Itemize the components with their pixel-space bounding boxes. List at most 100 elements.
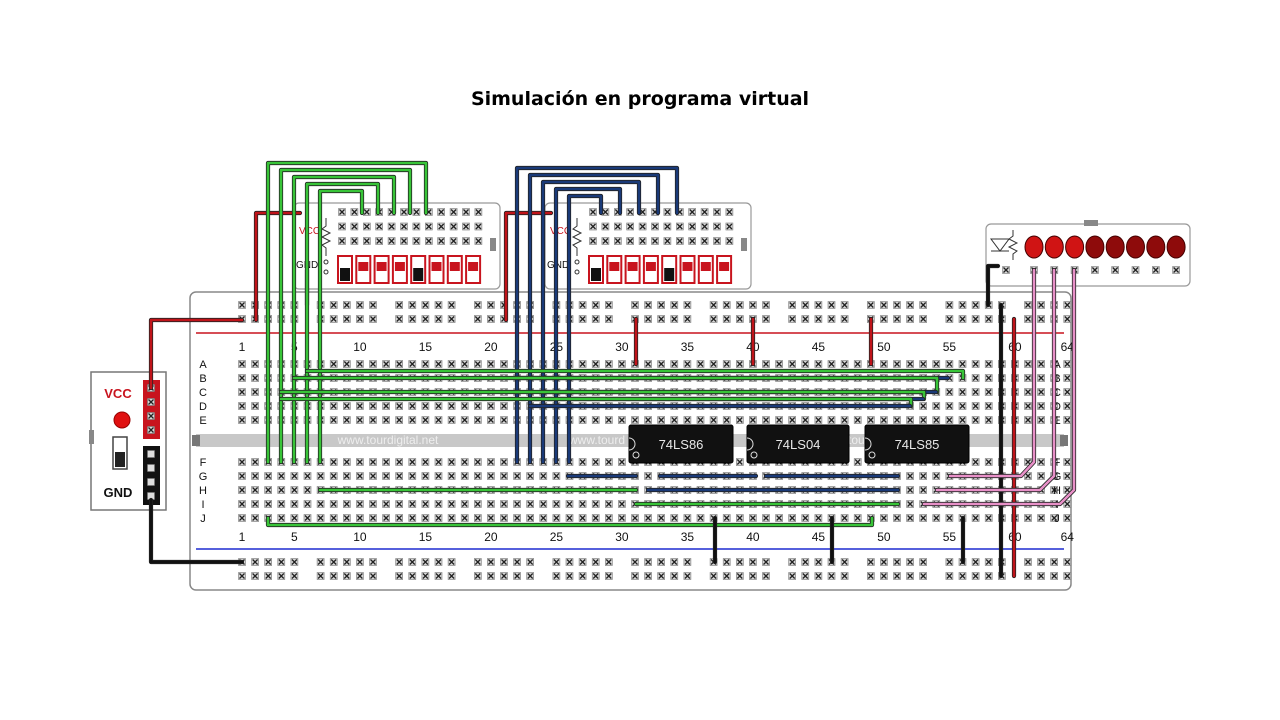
hole-mark <box>351 209 358 215</box>
hole-mark <box>278 559 285 565</box>
hole-mark <box>894 573 900 579</box>
hole-mark <box>438 238 445 244</box>
hole-mark <box>435 361 442 367</box>
led <box>1065 235 1085 259</box>
hole-mark <box>501 501 507 507</box>
hole-mark <box>474 501 481 507</box>
hole-mark <box>854 515 861 521</box>
hole-mark <box>252 559 259 565</box>
hole-mark <box>330 403 337 409</box>
hole-mark <box>409 302 416 308</box>
hole-mark <box>376 223 383 230</box>
hole-mark <box>959 417 966 423</box>
hole-mark <box>579 417 586 423</box>
hole-mark <box>815 417 822 423</box>
hole-mark <box>815 361 822 367</box>
hole-mark <box>239 459 245 465</box>
hole-mark <box>736 459 743 465</box>
hole-mark <box>1025 515 1031 521</box>
ic-pin1-dot <box>632 451 640 459</box>
hole-mark <box>317 501 324 507</box>
dip-switch-lever <box>376 262 387 271</box>
row-letter-left: G <box>199 471 208 483</box>
hole-mark <box>736 302 743 308</box>
hole-mark <box>828 302 835 308</box>
hole-mark <box>304 515 311 521</box>
hole-mark <box>710 361 717 367</box>
hole-mark <box>714 238 720 244</box>
hole-mark <box>317 573 324 579</box>
hole-mark <box>1051 559 1058 565</box>
hole-mark <box>356 573 363 579</box>
hole-mark <box>972 417 979 423</box>
hole-mark <box>658 316 665 322</box>
hole-mark <box>370 316 376 322</box>
hole-mark <box>632 559 638 565</box>
hole-mark <box>789 316 796 322</box>
led <box>1166 235 1186 259</box>
hole-mark <box>723 559 730 565</box>
hole-mark <box>463 209 469 215</box>
ic-chip-body <box>628 424 734 464</box>
hole-mark <box>639 223 646 230</box>
hole-mark <box>474 417 481 423</box>
hole-mark <box>590 209 596 215</box>
hole-mark <box>356 403 363 409</box>
hole-mark <box>618 459 625 465</box>
hole-mark <box>671 417 678 423</box>
hole-mark <box>645 302 652 308</box>
hole-mark <box>1038 473 1045 479</box>
hole-mark <box>1003 267 1009 273</box>
hole-mark <box>907 361 914 367</box>
hole-mark <box>664 223 671 230</box>
hole-mark <box>880 316 887 322</box>
hole-mark <box>579 459 586 465</box>
hole-mark <box>553 515 560 521</box>
hole-mark <box>1051 487 1058 493</box>
column-number-bottom: 30 <box>615 530 629 544</box>
power-led <box>113 411 131 429</box>
hole-mark <box>396 316 403 322</box>
led-module-gnd-wire <box>986 264 1000 307</box>
dip-gnd-label: GND <box>547 260 569 271</box>
hole-mark <box>907 501 914 507</box>
hole-mark <box>602 238 609 244</box>
hole-mark <box>664 209 671 215</box>
hole-mark <box>343 403 350 409</box>
hole-mark <box>317 515 324 521</box>
hole-mark <box>854 417 861 423</box>
hole-mark <box>330 459 337 465</box>
hole-mark <box>763 302 769 308</box>
hole-mark <box>736 316 743 322</box>
hole-mark <box>448 573 455 579</box>
hole-mark <box>652 238 658 244</box>
row-letter-left: C <box>199 387 207 399</box>
row-letter-left: D <box>199 401 207 413</box>
led <box>1024 235 1044 259</box>
ic-chip: 74LS85 <box>864 424 970 464</box>
switch-symbol <box>574 259 580 265</box>
hole-mark <box>684 417 691 423</box>
hole-mark <box>841 515 848 521</box>
power-switch-toggle <box>115 452 125 467</box>
hole-mark <box>501 403 507 409</box>
hole-mark <box>1064 459 1071 465</box>
hole-mark <box>463 223 469 230</box>
column-number-bottom: 50 <box>877 530 891 544</box>
hole-mark <box>425 238 432 244</box>
hole-mark <box>461 417 468 423</box>
hole-mark <box>330 417 337 423</box>
hole-mark <box>370 473 376 479</box>
hole-mark <box>265 559 272 565</box>
hole-mark <box>645 361 652 367</box>
hole-mark <box>422 559 429 565</box>
hole-mark <box>475 238 482 244</box>
hole-mark <box>684 515 691 521</box>
hole-mark <box>645 316 652 322</box>
hole-mark <box>409 403 416 409</box>
hole-mark <box>1025 361 1031 367</box>
hole-mark <box>605 316 612 322</box>
hole-mark <box>553 501 560 507</box>
ic-chip: 74LS86 <box>628 424 734 464</box>
hole-mark <box>602 223 609 230</box>
